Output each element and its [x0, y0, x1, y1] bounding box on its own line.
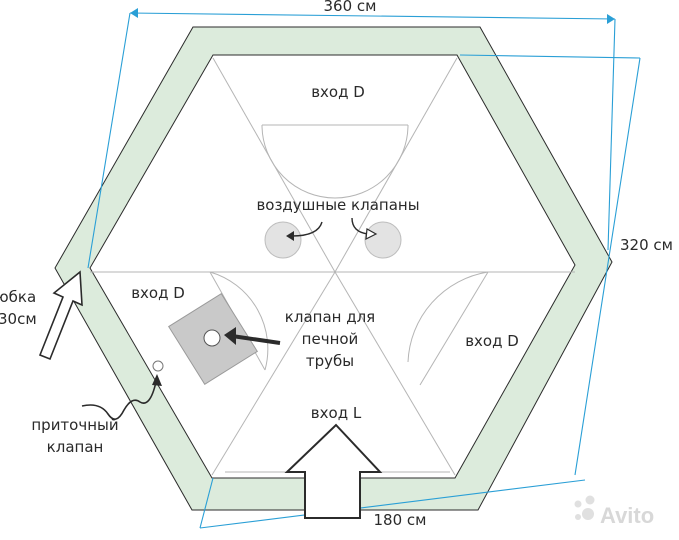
supply-valve-arrow-icon: [81, 381, 157, 420]
skirt-arrow-icon: [38, 270, 83, 361]
air-valves-label: воздушные клапаны: [256, 196, 419, 214]
stove-valve-label-line3: трубы: [306, 352, 354, 370]
dimension-arrow-right-icon: [607, 14, 615, 24]
stove-pipe-valve: [203, 329, 221, 347]
skirt-band: [54, 26, 613, 511]
air-valve-right: [364, 221, 402, 259]
room-label-right: вход D: [465, 332, 519, 350]
stove-valve-arrowhead-icon: [224, 327, 236, 345]
room-label-top: вход D: [311, 83, 365, 101]
avito-watermark-text: Avito: [600, 503, 654, 528]
room-label-left: вход D: [131, 284, 185, 302]
air-valve-right-arrow-icon: [351, 217, 369, 235]
supply-valve-arrowhead-icon: [152, 374, 162, 386]
air-valve-left-arrowhead-icon: [286, 231, 294, 241]
dimension-lines: [87, 12, 641, 529]
bottom-dimension-label: 180 см: [374, 511, 427, 529]
supply-valve: [152, 360, 164, 372]
stove-valve-arrow-icon: [231, 334, 281, 345]
dimension-arrow-left-icon: [130, 8, 138, 18]
air-valve-left: [264, 221, 302, 259]
top-dimension-label: 360 см: [324, 0, 377, 15]
stove-valve-label-line1: клапан для: [285, 308, 375, 326]
air-valve-left-arrow-icon: [291, 221, 323, 237]
stove-valve-label-line2: печной: [302, 330, 359, 348]
avito-watermark: Avito: [574, 495, 654, 528]
skirt-label-line1: юбка: [0, 288, 36, 306]
supply-valve-label-line1: приточный: [31, 416, 118, 434]
skirt-label-line2: 30см: [0, 310, 37, 328]
entrance-arrow-icon: [284, 423, 383, 519]
right-dimension-label: 320 см: [620, 236, 673, 254]
air-valve-right-arrowhead-icon: [365, 228, 378, 241]
supply-valve-label-line2: клапан: [47, 438, 104, 456]
room-label-bottom: вход L: [311, 404, 362, 422]
